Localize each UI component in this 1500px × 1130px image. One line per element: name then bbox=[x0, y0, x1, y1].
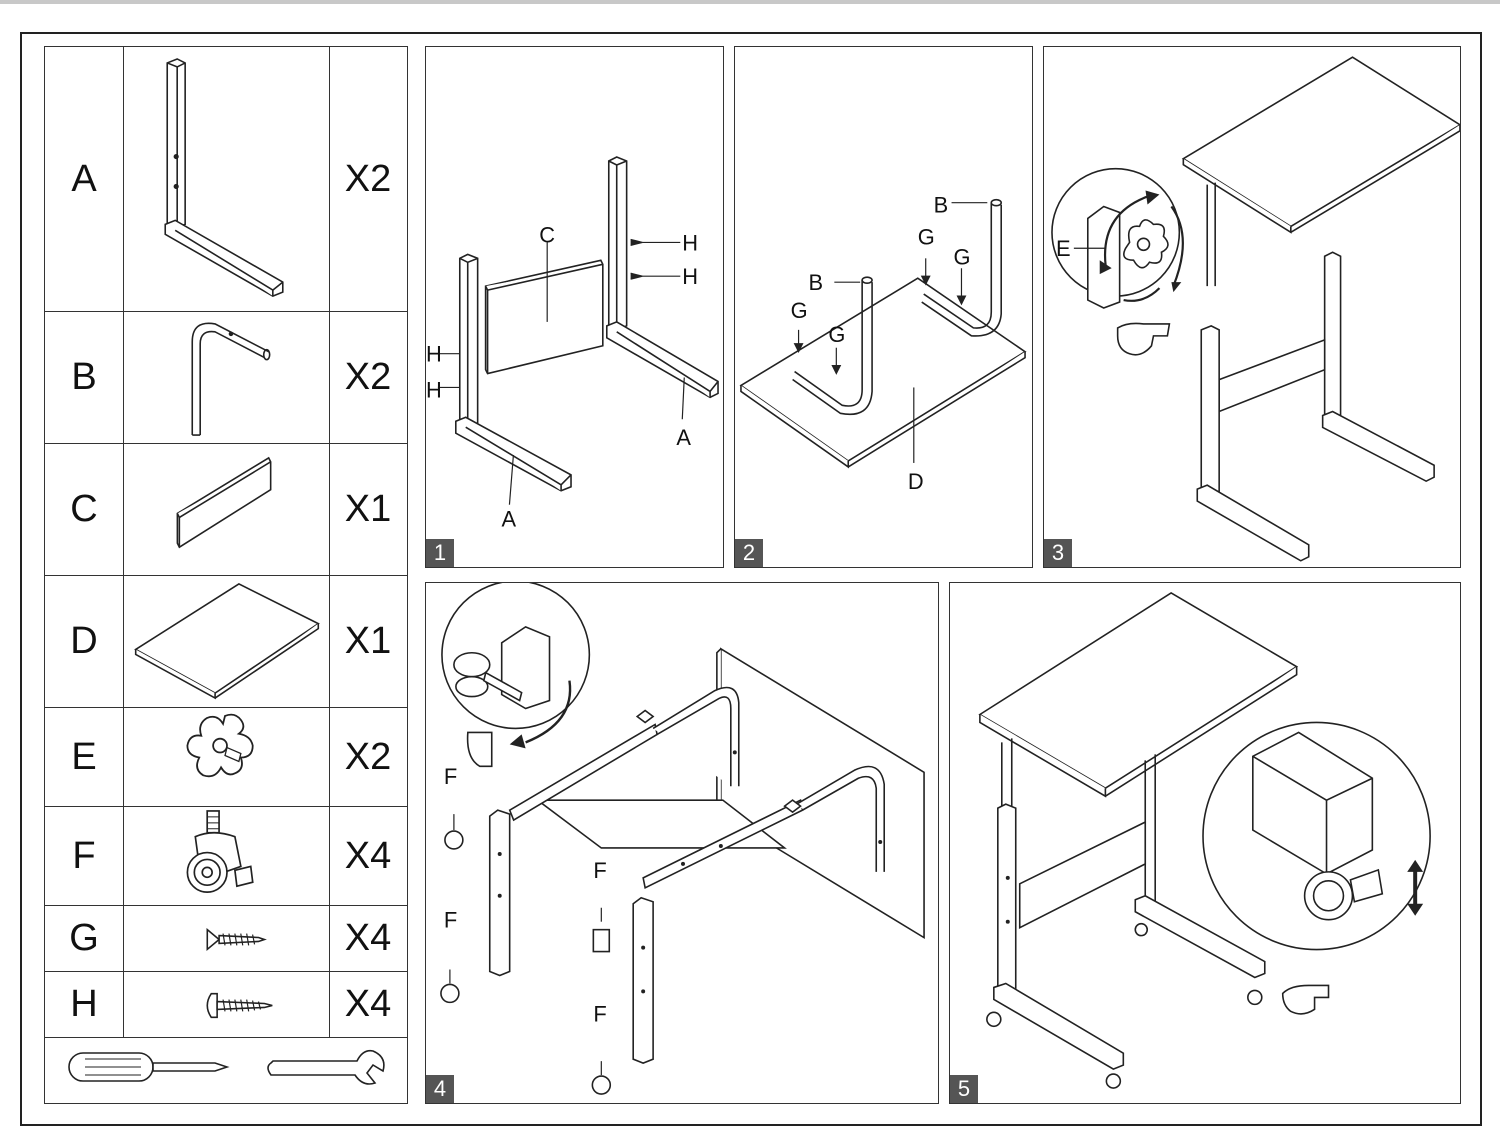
part-letter: H bbox=[45, 972, 124, 1037]
step-number-badge: 4 bbox=[426, 1075, 454, 1103]
bent-tube-icon bbox=[123, 312, 330, 443]
part-letter: F bbox=[45, 807, 124, 905]
part-qty: X1 bbox=[344, 620, 392, 662]
step-1-label-h: H bbox=[682, 264, 698, 289]
tabletop-icon bbox=[123, 576, 330, 707]
step-2-label-g: G bbox=[828, 322, 845, 347]
part-row-g: G X4 bbox=[45, 906, 407, 972]
step-2-label-g: G bbox=[918, 224, 935, 249]
step-1-label-c: C bbox=[539, 222, 555, 247]
top-rule bbox=[0, 0, 1500, 4]
caster-wheel-icon bbox=[123, 807, 330, 905]
part-letter: A bbox=[45, 47, 124, 311]
part-row-h: H X4 bbox=[45, 972, 407, 1038]
parts-list: A X2 B X2 C X1 D bbox=[44, 46, 408, 1104]
tools-drawing bbox=[68, 1049, 385, 1085]
part-row-c: C X1 bbox=[45, 444, 407, 576]
step-4-label-f: F bbox=[593, 1001, 606, 1026]
part-qty: X2 bbox=[344, 356, 392, 398]
part-row-e: E X2 bbox=[45, 708, 407, 807]
step-2-label-g: G bbox=[954, 244, 971, 269]
step-1-label-h: H bbox=[682, 230, 698, 255]
step-2-panel: B B G G G G D 2 bbox=[734, 46, 1033, 568]
step-4-panel: F F F F 4 bbox=[425, 582, 939, 1104]
step-number-badge: 1 bbox=[426, 539, 454, 567]
part-qty: X2 bbox=[344, 157, 392, 200]
step-4-label-f: F bbox=[444, 764, 457, 789]
step-1-label-h: H bbox=[426, 342, 442, 367]
part-row-f: F X4 bbox=[45, 807, 407, 906]
part-row-d: D X1 bbox=[45, 576, 407, 708]
part-row-b: B X2 bbox=[45, 312, 407, 444]
step-3-label-e: E bbox=[1056, 236, 1071, 261]
step-1-label-h: H bbox=[426, 377, 442, 402]
step-1-panel: C H H H H A A 1 bbox=[425, 46, 724, 568]
part-letter: B bbox=[45, 312, 124, 443]
part-row-a: A X2 bbox=[45, 47, 407, 312]
step-4-label-f: F bbox=[444, 908, 457, 933]
step-5-drawing bbox=[978, 592, 1431, 1089]
part-letter: D bbox=[45, 576, 124, 707]
flat-screw-icon bbox=[123, 906, 330, 971]
round-screw-icon bbox=[123, 972, 330, 1037]
step-4-label-f: F bbox=[593, 858, 606, 883]
step-number-badge: 5 bbox=[950, 1075, 978, 1103]
l-leg-icon bbox=[123, 47, 330, 311]
step-2-drawing: B B G G G G D bbox=[739, 193, 1027, 494]
step-2-label-b: B bbox=[934, 193, 949, 218]
step-3-drawing: E bbox=[1051, 56, 1460, 562]
knob-icon bbox=[123, 708, 330, 806]
step-2-label-d: D bbox=[908, 469, 924, 494]
part-qty: X4 bbox=[344, 834, 392, 877]
step-number-badge: 3 bbox=[1044, 539, 1072, 567]
part-qty: X4 bbox=[344, 983, 392, 1025]
step-2-label-g: G bbox=[791, 298, 808, 323]
part-letter: G bbox=[45, 906, 124, 971]
part-qty: X2 bbox=[344, 735, 392, 778]
step-5-panel: 5 bbox=[949, 582, 1461, 1104]
part-letter: C bbox=[45, 444, 124, 575]
instruction-sheet-frame bbox=[20, 32, 1482, 1126]
crossbar-panel-icon bbox=[123, 444, 330, 575]
step-1-label-a: A bbox=[676, 425, 691, 450]
wrench-icon bbox=[267, 1049, 385, 1085]
part-qty: X1 bbox=[344, 488, 392, 530]
step-1-drawing: C H H H H A A bbox=[426, 156, 719, 532]
step-4-drawing: F F F F bbox=[440, 583, 925, 1095]
part-letter: E bbox=[45, 708, 124, 806]
screwdriver-icon bbox=[68, 1052, 230, 1082]
step-2-label-b: B bbox=[809, 270, 824, 295]
part-qty: X4 bbox=[344, 917, 392, 959]
step-number-badge: 2 bbox=[735, 539, 763, 567]
step-3-panel: E 3 bbox=[1043, 46, 1461, 568]
step-1-label-a: A bbox=[501, 507, 516, 532]
tools-row bbox=[45, 1035, 407, 1103]
